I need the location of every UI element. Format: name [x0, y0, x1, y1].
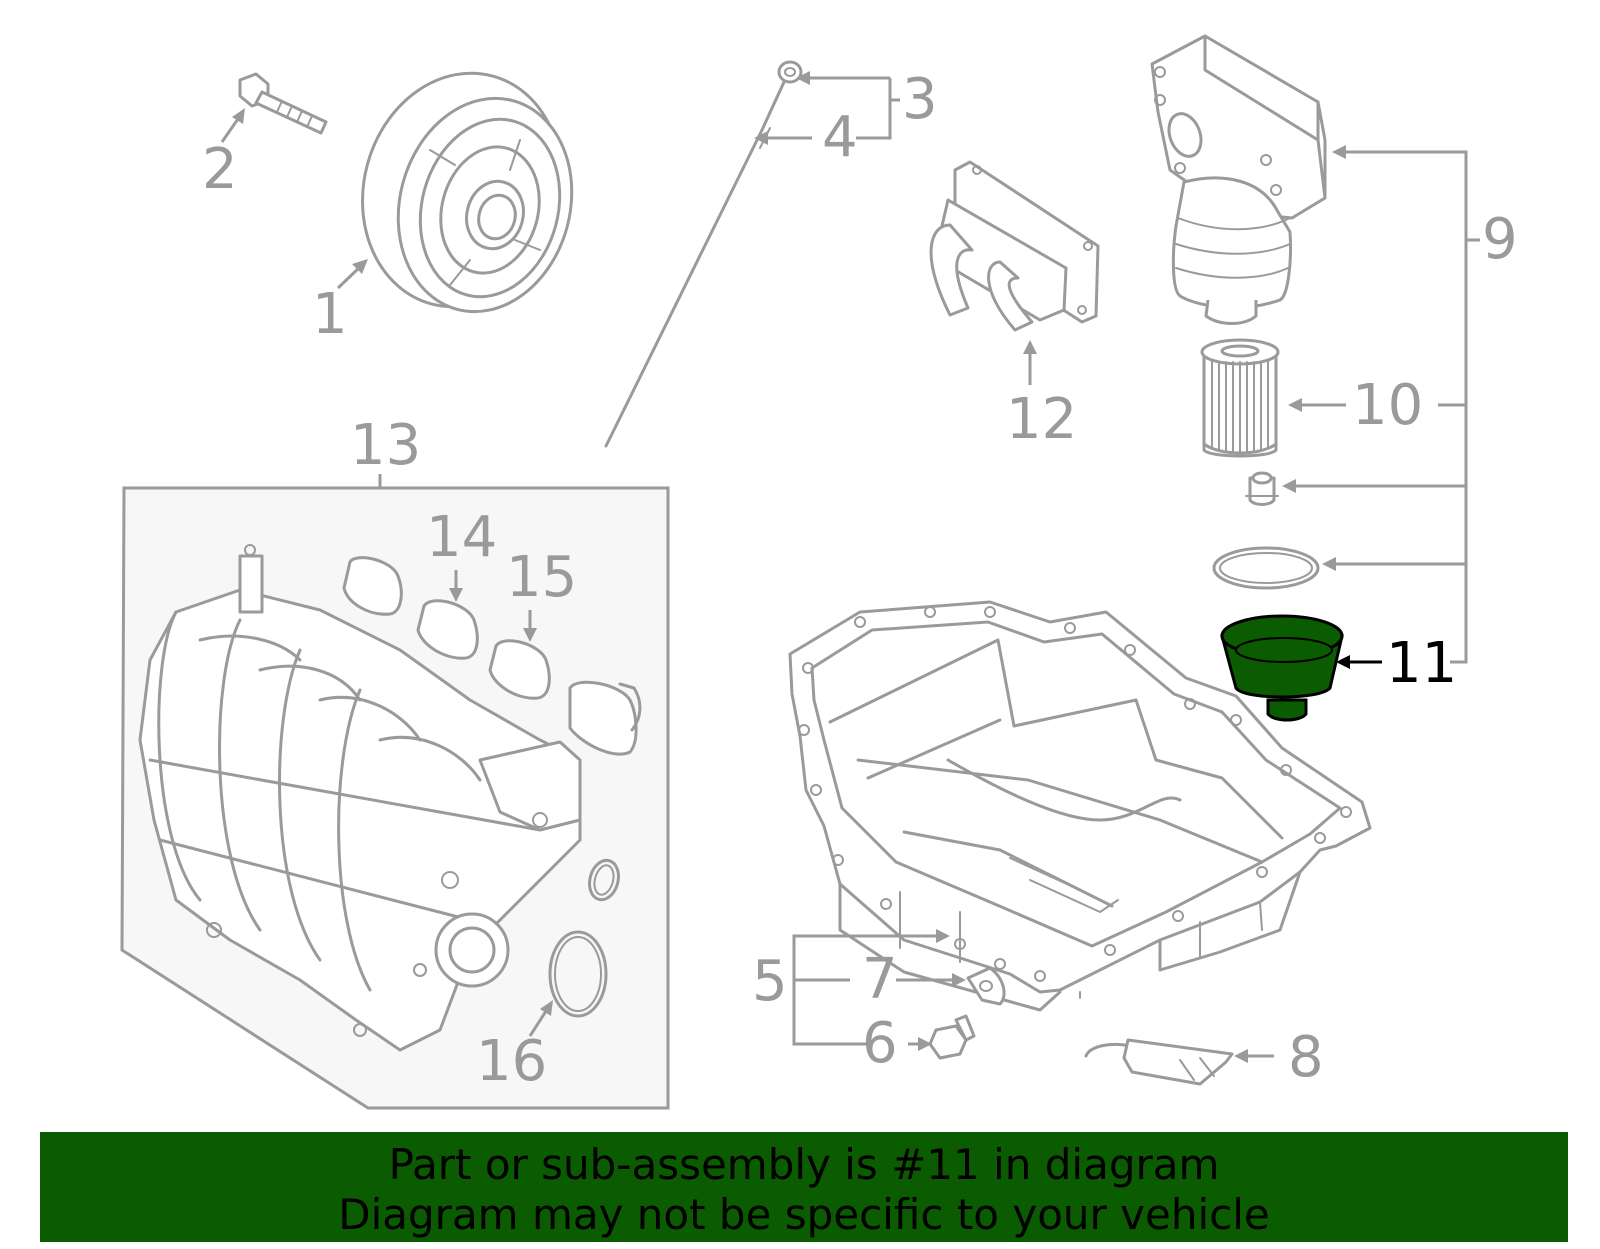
callout-1: 1 — [312, 282, 348, 347]
part-3-4-dipstick[interactable] — [604, 60, 803, 448]
callout-14: 14 — [426, 505, 497, 570]
part-8-oil-level-sensor[interactable] — [1084, 1038, 1234, 1086]
banner-line-2: Diagram may not be specific to your vehi… — [338, 1190, 1270, 1239]
part-9-plug[interactable] — [1245, 471, 1279, 506]
part-6-drain-plug[interactable] — [928, 1014, 976, 1060]
callout-15: 15 — [506, 545, 577, 610]
callout-11: 11 — [1386, 631, 1457, 696]
callout-5: 5 — [752, 949, 788, 1014]
part-1-pulley[interactable] — [337, 51, 595, 332]
part-12-oil-cooler[interactable] — [929, 160, 1100, 332]
part-5-oil-pan[interactable] — [788, 600, 1372, 1012]
callout-2: 2 — [202, 137, 238, 202]
part-14-15-intake-gaskets[interactable] — [342, 556, 642, 756]
callout-3: 3 — [902, 67, 938, 132]
callout-9: 9 — [1482, 207, 1518, 272]
part-2-bolt[interactable] — [238, 72, 328, 135]
part-16-o-rings[interactable] — [548, 857, 623, 1018]
part-13-intake-manifold-panel[interactable] — [120, 486, 670, 1110]
callout-12: 12 — [1006, 387, 1077, 452]
part-11-filter-cap-highlighted[interactable] — [1220, 614, 1344, 722]
part-7-drain-washer[interactable] — [966, 966, 1006, 1006]
callout-16: 16 — [476, 1029, 547, 1094]
callout-8: 8 — [1288, 1025, 1324, 1090]
banner-line-1: Part or sub-assembly is #11 in diagram — [388, 1140, 1220, 1189]
info-banner: Part or sub-assembly is #11 in diagram D… — [40, 1132, 1568, 1242]
callout-7: 7 — [862, 947, 898, 1012]
callout-13: 13 — [350, 413, 421, 478]
part-10-oil-filter[interactable] — [1200, 338, 1280, 458]
callout-6: 6 — [862, 1011, 898, 1076]
callout-10: 10 — [1352, 373, 1423, 438]
part-9-oil-filter-housing[interactable] — [1150, 34, 1327, 325]
part-9-gasket[interactable] — [1212, 546, 1320, 590]
callout-4: 4 — [822, 105, 858, 170]
